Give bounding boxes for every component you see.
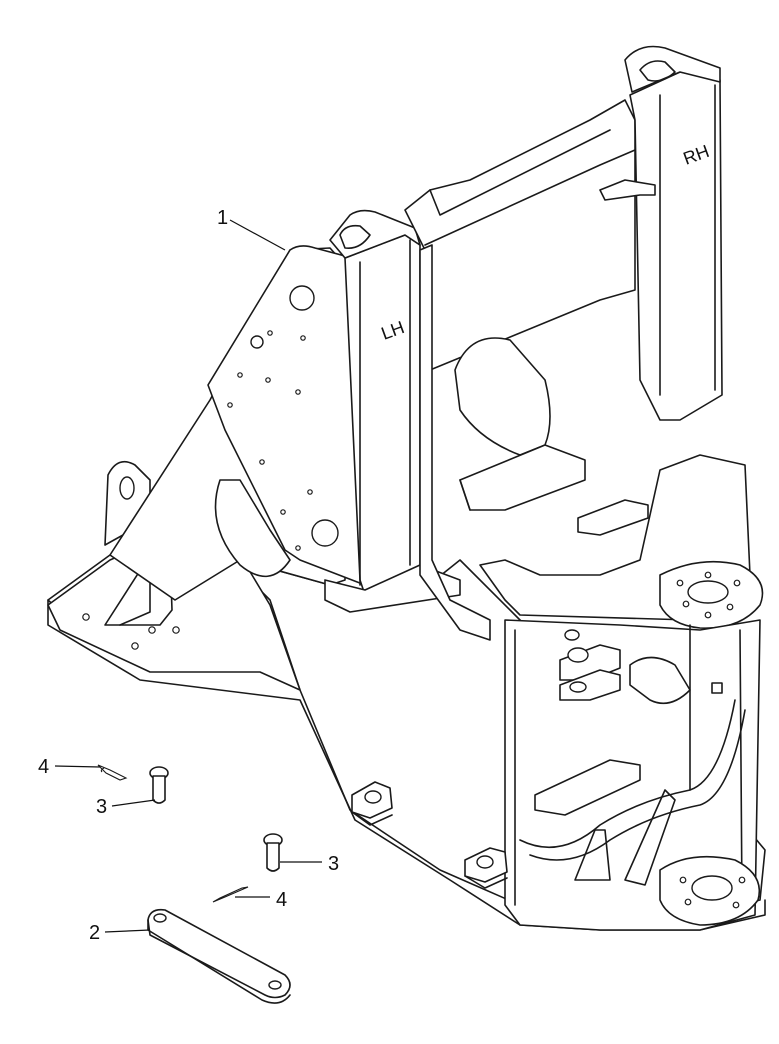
lh-tower-outer-plate: [207, 245, 366, 586]
inner-rib: [534, 759, 641, 816]
cotter-pin-lower: [212, 886, 249, 903]
svg-text:2: 2: [89, 922, 100, 944]
rh-tower-side: [629, 71, 723, 421]
upper-clevis: [559, 629, 621, 701]
right-face-tab: [577, 499, 649, 536]
left-bore: [214, 479, 291, 578]
svg-text:4: 4: [38, 756, 49, 778]
left-clevis: [351, 781, 393, 826]
pin-part-lower: [263, 833, 283, 872]
callout-1: 1: [217, 207, 286, 251]
lower-left-clevis: [464, 847, 508, 889]
callout-2: 2: [89, 922, 151, 944]
svg-text:1: 1: [217, 207, 228, 229]
cotter-pin-upper: [97, 764, 128, 781]
inner-boss: [454, 337, 551, 456]
loader-frame: [47, 45, 766, 931]
svg-text:3: 3: [96, 796, 107, 818]
callout-3-upper: 3: [96, 796, 156, 818]
lh-tower-top: [329, 209, 421, 259]
callout-4-lower: 4: [235, 889, 287, 911]
center-upright: [419, 244, 491, 641]
small-lug: [711, 682, 723, 694]
callout-4-upper: 4: [38, 756, 101, 778]
top-cross-beam: [404, 99, 636, 371]
inner-gusset-right: [624, 789, 676, 886]
link-bar-part: [147, 908, 291, 1004]
svg-text:4: 4: [276, 889, 287, 911]
pin-part-upper: [149, 766, 169, 804]
svg-text:3: 3: [328, 853, 339, 875]
inner-gusset-left: [574, 829, 611, 881]
callout-3-lower: 3: [280, 853, 339, 875]
inner-cross-member: [459, 444, 586, 511]
